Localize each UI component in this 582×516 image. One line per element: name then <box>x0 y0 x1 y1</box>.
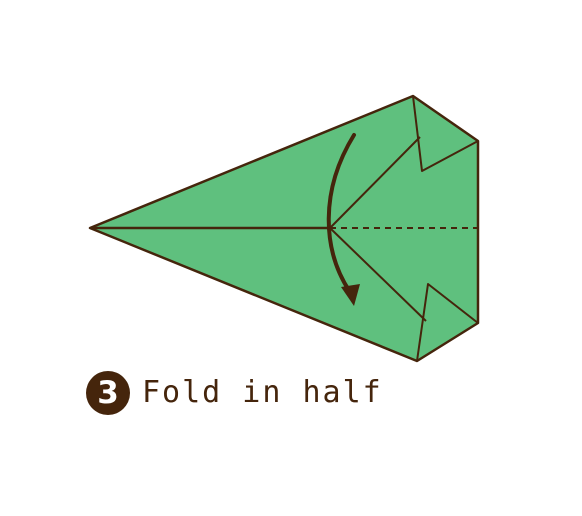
step-caption: 3 Fold in half <box>86 371 383 415</box>
fold-arrow-head-icon <box>341 284 360 306</box>
lower-crease <box>329 227 427 322</box>
step-instruction: Fold in half <box>142 375 383 410</box>
lower-flap-edge <box>416 283 479 362</box>
upper-crease <box>329 136 421 229</box>
upper-flap-edge <box>412 95 479 172</box>
fold-arrow <box>326 133 356 294</box>
step-number-badge: 3 <box>86 371 130 415</box>
